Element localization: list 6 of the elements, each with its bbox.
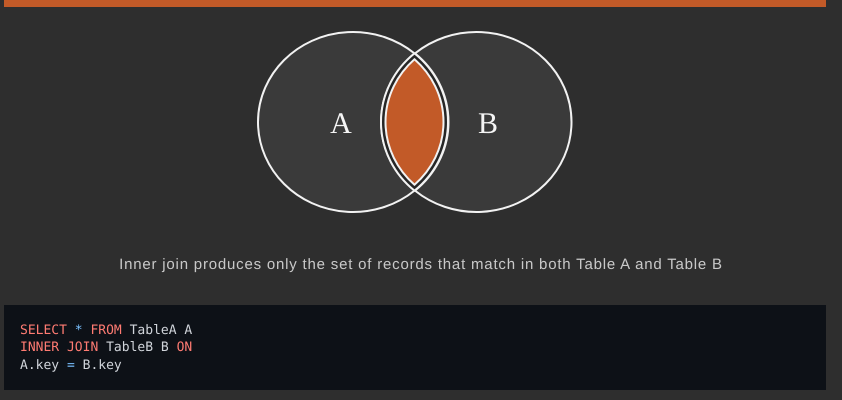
code-line: SELECT * FROM TableA A (20, 322, 192, 338)
code-line: A.key = B.key (20, 358, 122, 374)
code-line: INNER JOIN TableB B ON (20, 340, 192, 356)
set-label: A (330, 109, 352, 139)
caption-text: Inner join produces only the set of records that match in both Table A and Table B (119, 256, 723, 273)
set-label: B (478, 109, 498, 139)
